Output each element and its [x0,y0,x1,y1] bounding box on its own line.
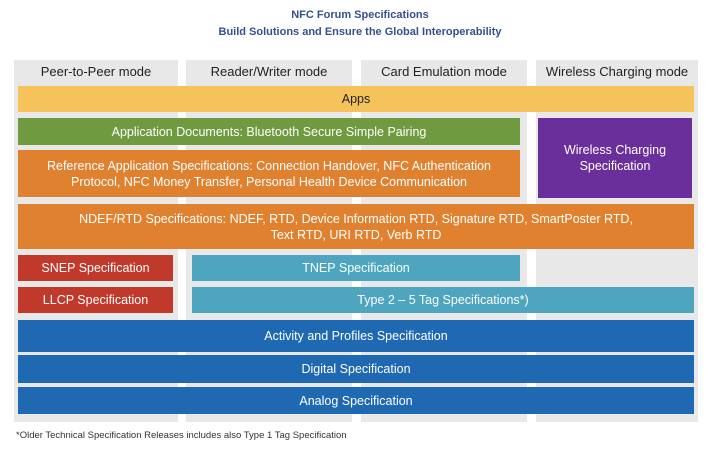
apps-block: Apps [18,86,694,112]
tag-specifications-block: Type 2 – 5 Tag Specifications*) [192,287,694,313]
mode-header-card-emulation: Card Emulation mode [381,64,507,79]
ndef-rtd-block: NDEF/RTD Specifications: NDEF, RTD, Devi… [18,204,694,249]
mode-header-wireless-charging: Wireless Charging mode [545,64,689,79]
tnep-block: TNEP Specification [192,255,520,281]
analog-block: Analog Specification [18,387,694,414]
diagram-subtitle: Build Solutions and Ensure the Global In… [218,26,502,38]
llcp-block: LLCP Specification [18,287,173,313]
wireless-charging-spec-block: Wireless Charging Specification [538,118,692,198]
mode-header-peer-to-peer: Peer-to-Peer mode [40,64,152,79]
activity-profiles-block: Activity and Profiles Specification [18,320,694,352]
snep-block: SNEP Specification [18,255,173,281]
footnote: *Older Technical Specification Releases … [16,430,347,441]
diagram-title: NFC Forum Specifications [291,9,429,21]
reference-application-block: Reference Application Specifications: Co… [18,150,520,197]
application-documents-block: Application Documents: Bluetooth Secure … [18,118,520,145]
digital-block: Digital Specification [18,355,694,383]
mode-header-reader-writer: Reader/Writer mode [210,64,328,79]
